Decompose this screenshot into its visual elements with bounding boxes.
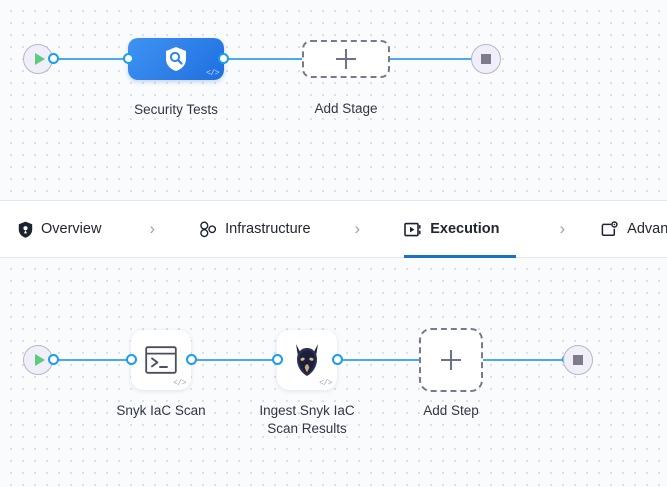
port-step1-in[interactable] bbox=[126, 354, 137, 365]
port-exec-start-out[interactable] bbox=[48, 354, 59, 365]
add-stage-label: Add Stage bbox=[314, 101, 378, 116]
step-label-line-2: Scan Results bbox=[267, 421, 347, 436]
execution-canvas[interactable]: </> Snyk IaC Scan </> Ingest Snyk IaC Sc… bbox=[0, 258, 667, 487]
edge-stage-to-add bbox=[218, 58, 308, 60]
tab-separator-1: › bbox=[149, 219, 156, 238]
edge-step2-to-add bbox=[336, 359, 420, 361]
port-stage-out[interactable] bbox=[218, 53, 229, 64]
stage-canvas[interactable]: </> Security Tests Add Stage bbox=[0, 0, 667, 200]
code-badge[interactable]: </> bbox=[319, 379, 332, 388]
stage-label: Security Tests bbox=[134, 102, 218, 117]
step-node-ingest-snyk-results[interactable]: </> bbox=[277, 330, 337, 390]
port-start-out[interactable] bbox=[48, 53, 59, 64]
code-badge[interactable]: </> bbox=[173, 379, 186, 388]
node-cluster-icon bbox=[199, 220, 217, 238]
tab-separator-3: › bbox=[559, 219, 566, 238]
pipeline-start-node[interactable] bbox=[23, 44, 53, 74]
pipeline-end-node[interactable] bbox=[471, 44, 501, 74]
shield-search-icon bbox=[166, 47, 186, 71]
tab-infrastructure[interactable]: Infrastructure bbox=[199, 200, 311, 258]
card-gear-icon bbox=[601, 220, 619, 238]
tab-overview[interactable]: Overview bbox=[18, 200, 101, 258]
port-step1-out[interactable] bbox=[186, 354, 197, 365]
add-stage-button[interactable] bbox=[302, 40, 390, 78]
plus-icon bbox=[441, 350, 461, 370]
step-node-snyk-iac-scan[interactable]: </> bbox=[131, 330, 191, 390]
terminal-icon bbox=[145, 346, 177, 374]
tab-advanced-label: Advanced bbox=[627, 221, 667, 237]
step-label-snyk-iac-scan: Snyk IaC Scan bbox=[116, 403, 206, 418]
snyk-doberman-icon bbox=[296, 344, 318, 376]
tab-execution[interactable]: Execution bbox=[404, 200, 516, 258]
tab-execution-label: Execution bbox=[430, 221, 500, 237]
edge-add-to-end bbox=[386, 58, 476, 60]
tab-infrastructure-label: Infrastructure bbox=[225, 221, 311, 237]
stop-icon bbox=[573, 355, 583, 365]
shield-icon bbox=[18, 221, 33, 238]
step-label-line-1: Ingest Snyk IaC bbox=[259, 403, 355, 418]
edge-add-to-end bbox=[482, 359, 567, 361]
tab-separator-2: › bbox=[354, 219, 361, 238]
tab-overview-label: Overview bbox=[41, 221, 102, 237]
stage-node-security-tests[interactable]: </> bbox=[128, 38, 224, 80]
execution-end-node[interactable] bbox=[563, 345, 593, 375]
section-tab-bar: Overview › Infrastructure › bbox=[0, 200, 667, 258]
port-step2-in[interactable] bbox=[272, 354, 283, 365]
edge-start-to-stage bbox=[48, 58, 144, 60]
port-step2-out[interactable] bbox=[332, 354, 343, 365]
play-icon bbox=[34, 53, 45, 65]
edge-start-to-step1 bbox=[48, 359, 136, 361]
port-stage-in[interactable] bbox=[123, 53, 134, 64]
plus-icon bbox=[336, 49, 356, 69]
tab-advanced[interactable]: Advanced bbox=[601, 200, 667, 258]
play-icon bbox=[34, 354, 45, 366]
step-label-ingest-snyk-results: Ingest Snyk IaC Scan Results bbox=[227, 402, 387, 438]
stop-icon bbox=[481, 54, 491, 64]
add-step-button[interactable] bbox=[419, 328, 483, 392]
add-step-label: Add Step bbox=[423, 403, 479, 418]
code-badge[interactable]: </> bbox=[206, 69, 219, 78]
play-box-icon bbox=[404, 221, 422, 238]
edge-step1-to-step2 bbox=[190, 359, 282, 361]
